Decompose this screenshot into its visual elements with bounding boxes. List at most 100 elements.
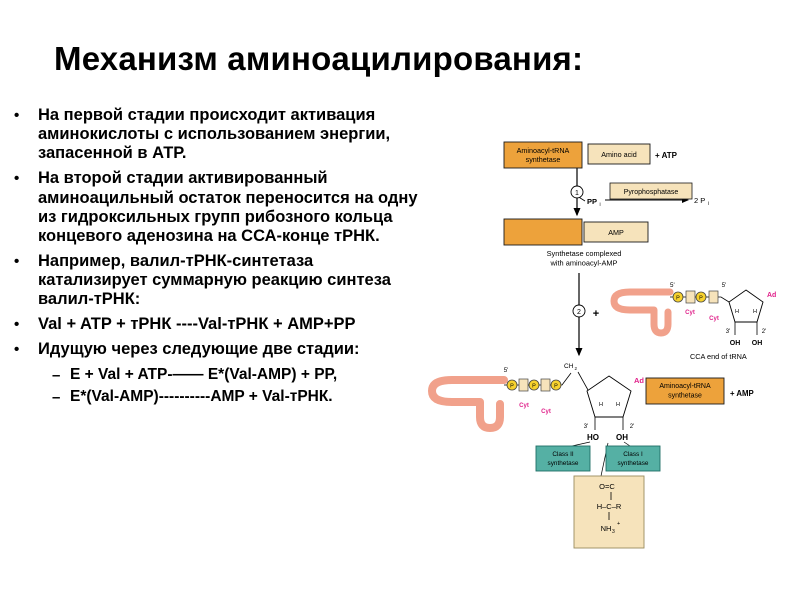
synthetase-box-bottom [645, 377, 725, 405]
synthetase-box-label: synthetase [668, 393, 702, 400]
pp-subscript: i [600, 202, 601, 208]
cyt-label: Cyt [709, 316, 719, 322]
class1-label: synthetase [618, 460, 649, 467]
bullet-text: Val + ATP + тРНК ----Val-тРНК + AMP+PP [38, 315, 356, 334]
pp-label: PP [587, 197, 597, 206]
phosphate-label: P [510, 383, 514, 389]
synthetase-box-label: synthetase [526, 155, 561, 164]
synthetase-box-top [503, 141, 583, 169]
amino-acid-label: Amino acid [601, 150, 637, 159]
complex-caption: Synthetase complexed [547, 249, 622, 258]
class2-label: Class II [552, 451, 574, 458]
carbonyl-label: O=C [599, 482, 615, 491]
bullet-marker: • [14, 341, 20, 359]
bullet-marker: • [14, 252, 20, 270]
cyt-label: Cyt [685, 310, 695, 316]
plus-atp-label: + ATP [655, 151, 678, 160]
step2-circle [572, 304, 586, 318]
phosphate-circle [695, 291, 707, 303]
bullet-text: На второй стадии активированный аминоаци… [38, 169, 418, 245]
amp-label: AMP [608, 228, 624, 237]
phosphate-label: P [554, 383, 558, 389]
bullet-item: • Идущую через следующие две стадии: [14, 340, 426, 359]
bullet-marker: • [14, 107, 20, 124]
amino-group-label: NH [601, 524, 612, 533]
phosphate-label: P [699, 295, 703, 301]
amp-box [583, 221, 649, 243]
phosphate-circle [506, 379, 518, 391]
phosphate-circle [672, 291, 684, 303]
bullet-item: • Val + ATP + тРНК ----Val-тРНК + AMP+PP [14, 315, 426, 334]
dash-marker: – [52, 388, 61, 406]
diagram-svg: Aminoacyl-tRNA synthetase Amino acid + A… [428, 141, 776, 549]
amino-acid-box [587, 143, 651, 165]
ho-label: HO [587, 433, 599, 442]
class2-label: synthetase [548, 460, 579, 467]
hydrogen-label: H [599, 402, 603, 408]
synthetase-box-label: Aminoacyl-tRNA [659, 383, 711, 390]
two-prime-label: 2' [762, 329, 766, 335]
dash-marker: – [52, 366, 61, 384]
ribose-square [708, 290, 719, 304]
class2-synthetase-box [535, 445, 591, 472]
five-prime-label: 5' [504, 367, 509, 374]
adenine-label: Ad [767, 292, 776, 299]
phosphate-label: P [676, 295, 680, 301]
oh-label: OH [616, 433, 628, 442]
reaction-step2: 2 + 5' P P Cyt Cyt Ad 5' H H [572, 273, 776, 361]
bullet-item: • Например, валил-тРНК-синтетаза катализ… [14, 252, 426, 309]
pi-subscript: i [708, 201, 709, 207]
bullet-text: Например, валил-тРНК-синтетаза катализир… [38, 251, 391, 309]
hydrogen-label: H [735, 309, 739, 315]
step2-number: 2 [577, 309, 581, 316]
trna-shape-top [610, 288, 674, 337]
pyrophosphatase-label: Pyrophosphatase [624, 189, 679, 196]
ribose-square [685, 290, 696, 304]
hydrogen-label: H [753, 309, 757, 315]
cyt-label: Cyt [519, 403, 529, 409]
alpha-carbon-label: H–C–R [597, 502, 622, 511]
phosphate-circle [550, 379, 562, 391]
sub-bullet-text: E*(Val-AMP)----------AMP + Val-тРНК. [70, 387, 333, 405]
class1-synthetase-box [605, 445, 661, 472]
ribose-pentagon-top [728, 289, 764, 323]
amino-group-subscript: 3 [612, 529, 615, 535]
five-prime-label: 5' [670, 282, 675, 289]
step1-circle [570, 185, 584, 199]
three-prime-label: 3' [584, 424, 588, 430]
ch2-subscript: 2 [575, 366, 578, 371]
bullet-text: На первой стадии происходит активация ам… [38, 106, 391, 163]
hydrogen-label: H [616, 402, 620, 408]
slide-title: Механизм аминоацилирования: [54, 40, 584, 77]
three-prime-label: 3' [726, 329, 730, 335]
pyrophosphatase-box [609, 182, 693, 200]
five-prime-label: 5' [722, 283, 726, 289]
aminoacylation-diagram: Aminoacyl-tRNA synthetase Amino acid + A… [424, 106, 796, 594]
oh-label: OH [730, 340, 741, 347]
sub-bullet-item: – E + Val + ATP-—— E*(Val-AMP) + PP, [52, 366, 426, 384]
bullet-marker: • [14, 316, 20, 334]
bullet-text: Идущую через следующие две стадии: [38, 340, 360, 359]
reaction-step1: Aminoacyl-tRNA synthetase Amino acid + A… [503, 141, 709, 268]
phosphate-circle [528, 379, 540, 391]
complex-caption: with aminoacyl-AMP [550, 259, 618, 268]
ribose-square [540, 378, 551, 392]
step1-number: 1 [575, 190, 579, 197]
plus-amp-label: + AMP [730, 389, 754, 398]
ch2-label: CH [564, 363, 574, 370]
adenine-label: Ad [634, 376, 644, 385]
class1-label: Class I [623, 451, 643, 458]
ribose-square [518, 378, 529, 392]
connector-line [623, 441, 631, 447]
synthetase-complex-box [503, 218, 583, 246]
two-pi-label: 2 P [694, 196, 705, 205]
ribose-pentagon-bottom [586, 375, 632, 418]
sub-bullet-item: – E*(Val-AMP)----------AMP + Val-тРНК. [52, 388, 426, 406]
trna-shape-bottom [428, 376, 508, 432]
connector-line [571, 441, 591, 447]
plus-sign: + [593, 308, 599, 320]
bullet-item: • На первой стадии происходит активация … [14, 106, 426, 163]
cyt-label: Cyt [541, 409, 551, 415]
bond-line [577, 371, 589, 391]
